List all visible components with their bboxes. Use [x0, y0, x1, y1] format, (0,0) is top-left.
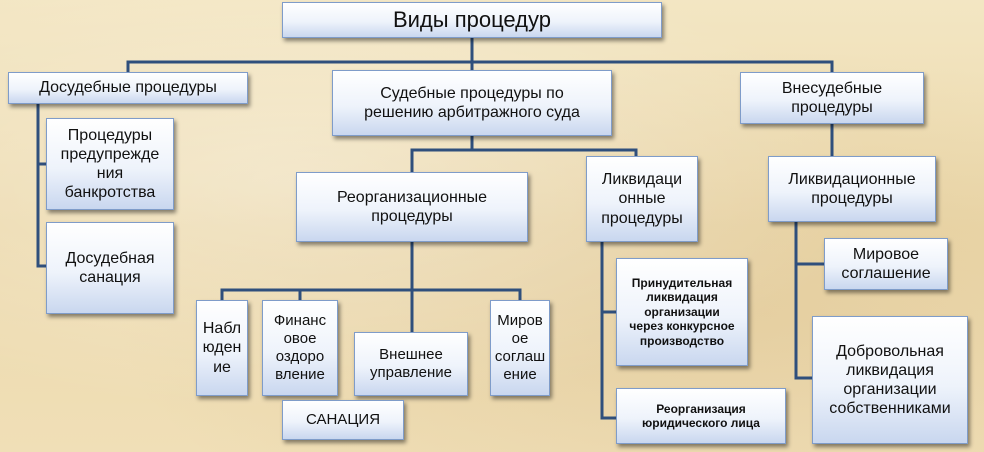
- category-extrajudicial: Внесудебные процедуры: [740, 72, 924, 124]
- extrajudicial-settlement: Мировое соглашение: [824, 238, 948, 290]
- judicial-reorganization: Реорганизационные процедуры: [296, 172, 528, 242]
- sanation-label: САНАЦИЯ: [282, 400, 404, 440]
- diagram-title: Виды процедур: [282, 2, 662, 38]
- liquidation-legal-reorganization: Реорганизация юридического лица: [616, 388, 786, 444]
- reorg-external-management: Внешнее управление: [354, 332, 468, 396]
- judicial-liquidation: Ликвидаци онные процедуры: [586, 156, 698, 242]
- category-judicial: Судебные процедуры по решению арбитражно…: [332, 70, 612, 136]
- category-pretrial: Досудебные процедуры: [8, 72, 248, 104]
- reorg-settlement: Миров ое соглаш ение: [490, 300, 550, 396]
- pretrial-sanation: Досудебная санация: [46, 222, 174, 314]
- extrajudicial-liquidation: Ликвидационные процедуры: [768, 156, 936, 222]
- reorg-observation: Набл юден ие: [196, 300, 248, 396]
- liquidation-forced: Принудительная ликвидация организации че…: [616, 258, 748, 366]
- reorg-financial-recovery: Финанс овое оздоро вление: [262, 300, 338, 396]
- extrajudicial-voluntary: Добровольная ликвидация организации собс…: [812, 316, 968, 444]
- pretrial-prevention: Процедуры предупрежде ния банкротства: [46, 118, 174, 210]
